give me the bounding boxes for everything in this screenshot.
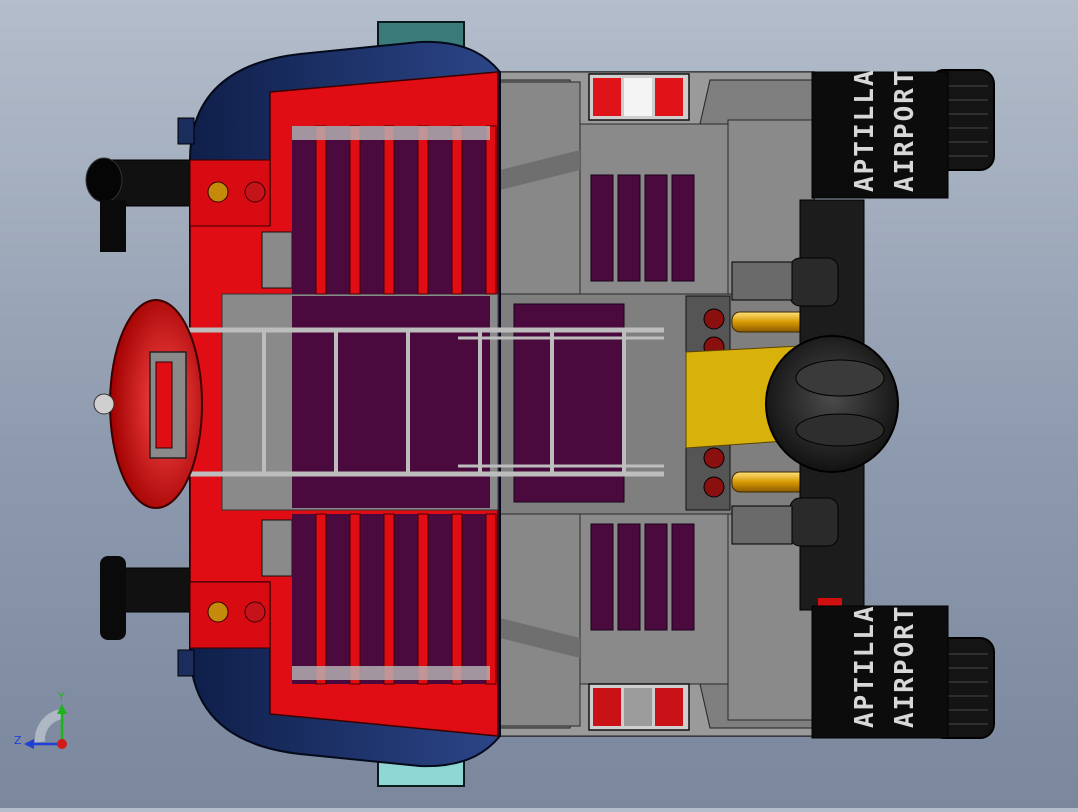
triad-z-label: Z — [14, 734, 22, 747]
cab-vents — [292, 125, 497, 685]
roof-ladder — [186, 327, 664, 477]
mudflap-bottom: APTILLA AIRPORT — [811, 604, 949, 739]
exhaust-bottom — [100, 556, 193, 640]
triad-origin — [57, 739, 67, 749]
tail-light-bottom — [588, 683, 690, 731]
coordinate-triad: Y Z — [14, 690, 67, 749]
mudflap-bottom-line2: AIRPORT — [890, 604, 920, 728]
tail-light-top — [588, 73, 690, 121]
mudflap-bottom-line1: APTILLA — [850, 604, 880, 728]
mudflap-top-line2: AIRPORT — [890, 68, 920, 192]
exhaust-top — [85, 157, 193, 252]
front-tank — [93, 299, 203, 509]
triad-y-label: Y — [57, 690, 65, 703]
mudflap-top: APTILLA AIRPORT — [811, 68, 949, 199]
mudflap-top-line1: APTILLA — [850, 68, 880, 192]
rear-axle — [685, 199, 899, 611]
